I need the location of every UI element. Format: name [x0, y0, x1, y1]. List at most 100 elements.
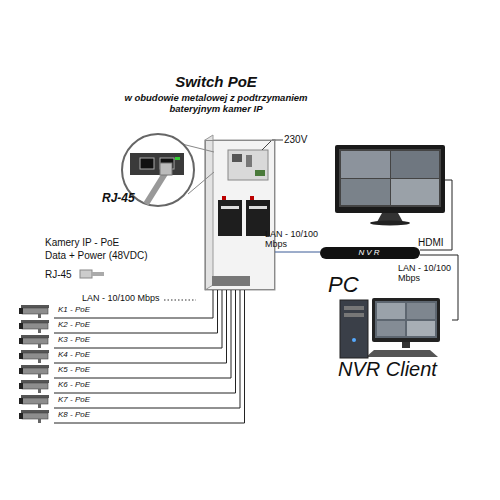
switch-enclosure-art-part — [212, 276, 250, 286]
connector-line — [54, 290, 222, 348]
free-label: PC — [328, 272, 359, 297]
camera-icon — [18, 334, 52, 348]
camera-bracket — [38, 314, 41, 318]
ip-camera: K3 - PoE — [18, 334, 100, 348]
rj45-plug-icon-part — [80, 270, 92, 278]
free-label: HDMI — [418, 237, 444, 249]
connector-line — [54, 290, 218, 333]
camera-lens — [19, 413, 23, 419]
camera-icon — [18, 394, 52, 408]
connector-line — [54, 290, 231, 378]
pc-client: NVR Client — [330, 290, 452, 385]
pc-computer-art-part — [352, 338, 356, 342]
rj45-zoom-callout — [122, 134, 214, 206]
free-label: 230V — [284, 134, 307, 146]
camera-lens — [19, 308, 23, 314]
switch-enclosure: Switch PoEw obudowie metalowej z podtrzy… — [205, 140, 275, 290]
camera-shade — [21, 320, 49, 323]
hdmi-monitor-part — [339, 149, 441, 207]
camera-shade — [21, 395, 49, 398]
pc-computer-art-part — [372, 298, 440, 342]
ip-camera: K2 - PoE — [18, 319, 100, 333]
node-text: NVR Client — [338, 358, 437, 381]
ip-camera: K5 - PoE — [18, 364, 100, 378]
switch-enclosure-art-part — [249, 206, 267, 209]
pc-computer-art-part — [375, 301, 437, 338]
node-text: K3 - PoE — [58, 335, 90, 344]
camera-icon — [18, 349, 52, 363]
switch-enclosure-art-part — [232, 154, 242, 162]
pc-computer-art — [340, 298, 440, 358]
camera-body — [22, 308, 48, 314]
camera-lens — [19, 383, 23, 389]
camera-shade — [21, 350, 49, 353]
rj45-plug-icon-part — [92, 272, 104, 276]
camera-shade — [21, 305, 49, 308]
camera-body — [22, 323, 48, 329]
pc-computer-art-part — [377, 303, 405, 319]
pc-computer-art-part — [340, 300, 368, 358]
camera-body — [22, 383, 48, 389]
camera-lens — [19, 338, 23, 344]
rj45-zoom-callout-part — [140, 158, 154, 169]
pc-computer-art-part — [344, 313, 364, 317]
ip-camera: K8 - PoE — [18, 409, 100, 423]
power-wire — [262, 140, 283, 150]
camera-shade — [21, 410, 49, 413]
connector-line — [54, 290, 245, 423]
pc-computer-art-part — [407, 321, 435, 336]
camera-lens — [19, 398, 23, 404]
connector-line — [275, 252, 320, 253]
nvr-recorder: NVR — [320, 247, 420, 259]
camera-icon — [18, 409, 52, 423]
connector-line — [54, 290, 227, 363]
node-text: Switch PoE — [96, 73, 336, 90]
camera-bracket — [38, 404, 41, 408]
free-label: Data + Power (48VDC) — [45, 250, 148, 262]
free-label: LAN - 10/100 Mbps — [82, 293, 160, 303]
pc-computer-art-part — [344, 306, 364, 310]
rj45-zoom-callout-part — [160, 163, 172, 175]
switch-enclosure-art-part — [246, 155, 252, 167]
rj45-zoom-callout-part — [130, 153, 184, 175]
camera-icon — [18, 379, 52, 393]
switch-enclosure-art — [205, 135, 275, 290]
ip-camera: K7 - PoE — [18, 394, 100, 408]
switch-enclosure-art-part — [218, 200, 242, 236]
camera-icon — [18, 304, 52, 318]
node-text: K4 - PoE — [58, 350, 90, 359]
camera-lens — [19, 353, 23, 359]
camera-body — [22, 413, 48, 419]
edge-label: LAN - 10/100 Mbps — [398, 263, 454, 284]
hdmi-monitor-part — [370, 221, 410, 226]
camera-bracket — [38, 344, 41, 348]
camera-bracket — [38, 329, 41, 333]
hdmi-monitor-part — [335, 145, 445, 213]
edge-label: LAN - 10/100 Mbps — [265, 229, 321, 250]
camera-bracket — [38, 419, 41, 423]
camera-body — [22, 338, 48, 344]
hdmi-monitor-part — [341, 179, 390, 205]
dotted-lan-line — [164, 300, 196, 301]
switch-enclosure-art-part — [255, 170, 265, 176]
pc-computer-art-part — [377, 321, 405, 336]
pc-computer-art-part — [366, 350, 438, 357]
node-text: K5 - PoE — [58, 365, 90, 374]
free-label: RJ-45 — [45, 269, 72, 281]
ip-camera: K4 - PoE — [18, 349, 100, 363]
camera-bracket — [38, 374, 41, 378]
rj45-plug-icon — [80, 270, 104, 278]
camera-lens — [19, 368, 23, 374]
hdmi-monitor-part — [391, 151, 439, 178]
camera-shade — [21, 380, 49, 383]
node-text: K6 - PoE — [58, 380, 90, 389]
ip-camera: K6 - PoE — [18, 379, 100, 393]
camera-lens — [19, 323, 23, 329]
power-wire-part — [262, 140, 283, 150]
hdmi-monitor-part — [391, 179, 439, 205]
connector-line — [54, 290, 236, 393]
rj45-zoom-callout-part — [175, 157, 180, 160]
switch-enclosure-art-part — [221, 206, 239, 209]
node-text: K8 - PoE — [58, 410, 90, 419]
